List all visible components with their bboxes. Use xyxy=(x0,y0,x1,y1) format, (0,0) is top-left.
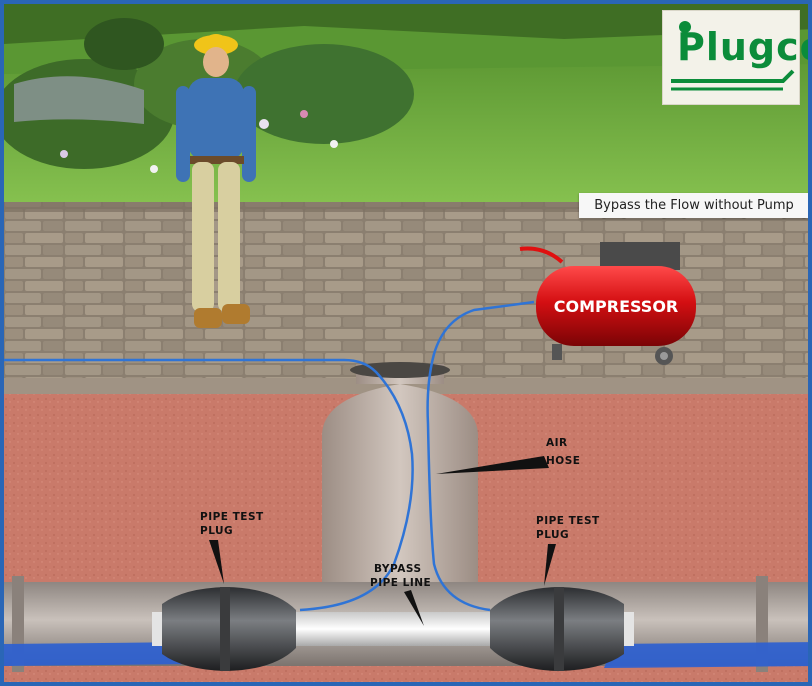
bypass-label-line2: PIPE LINE xyxy=(370,577,431,589)
plug-left-label-line2: PLUG xyxy=(200,525,233,537)
annotation-bypass: BYPASS PIPE LINE xyxy=(370,563,431,626)
logo-pipe-graphic xyxy=(671,21,795,91)
annotation-air-hose: AIR HOSE xyxy=(436,437,580,474)
air-hose-label-line1: AIR xyxy=(546,437,568,449)
bypass-label-line1: BYPASS xyxy=(374,563,422,575)
annotation-plug-right: PIPE TEST PLUG xyxy=(536,515,600,586)
annotation-plug-left: PIPE TEST PLUG xyxy=(200,511,264,584)
water-flow xyxy=(4,642,808,668)
plug-right-label-line1: PIPE TEST xyxy=(536,515,600,527)
pipe-test-plug-right xyxy=(490,587,634,671)
worker-figure xyxy=(176,34,256,328)
plug-left-label-line1: PIPE TEST xyxy=(200,511,264,523)
scene-svg: COMPRESSOR AIR HOSE PIPE TEST PLUG PIPE … xyxy=(4,4,808,682)
manhole-opening xyxy=(350,362,450,378)
plug-right-label-line2: PLUG xyxy=(536,529,569,541)
logo-text: Plugco xyxy=(677,25,812,69)
title-banner: Bypass the Flow without Pump xyxy=(579,193,808,218)
compressor: COMPRESSOR xyxy=(519,242,696,365)
pipe-test-plug-left xyxy=(152,587,296,671)
compressor-label: COMPRESSOR xyxy=(554,297,679,316)
compressor-tank xyxy=(536,266,696,346)
bypass-pipe xyxy=(286,612,504,646)
air-hose-label-line2: HOSE xyxy=(546,455,580,467)
air-hose xyxy=(4,300,535,612)
plugco-logo: Plugco xyxy=(662,10,808,105)
